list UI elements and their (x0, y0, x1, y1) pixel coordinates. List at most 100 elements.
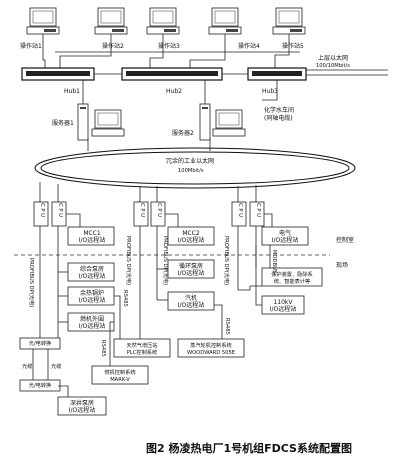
cpu-1b: C P U (57, 203, 63, 217)
kv110-line1: 110kV (273, 299, 293, 306)
baohu-line1: 保护装置、励除系 (271, 270, 313, 278)
operator-station-4: 操作站4 (208, 7, 260, 50)
dianqi-line1: 电气 (279, 229, 291, 237)
profibus-label-4: PROFIBUS DP(光电) (223, 236, 231, 285)
ring-drops (39, 182, 257, 202)
operator-station-2: 操作站2 (94, 7, 128, 50)
module-xunhuan: 循环泵房 I/O远程站 (157, 259, 215, 279)
system-zhengqi: 蒸汽轮机控制系统 WOODWARD 505E (177, 338, 245, 358)
module-dianqi: 电气 I/O远程站 (261, 213, 309, 246)
profibus-label-2: PROFIBUS DP(光电) (125, 236, 133, 285)
qiji-line2: I/O远程站 (178, 301, 205, 309)
ethernet-label: 冗余的工业以太网 (166, 157, 214, 165)
hub-2-label: Hub2 (166, 88, 182, 95)
module-yure: 余热锅炉 I/O远程站 (58, 286, 115, 306)
hub-2: Hub2 (121, 67, 223, 95)
cpu-2a: C P U (139, 203, 145, 217)
upper-ethernet: 上层以太网 100/10Mbit/s (306, 54, 388, 76)
zone-divider: 控制室 现场 (14, 236, 354, 269)
operator-station-1: 操作站1 (20, 7, 60, 50)
cpu-group-3: C P U C P U (231, 201, 265, 227)
field-label: 现场 (336, 261, 348, 269)
yure-line1: 余热锅炉 (80, 289, 104, 297)
redundant-ethernet-ring: 冗余的工业以太网 100Mbit/s (34, 147, 356, 189)
mcc2-line1: MCC2 (182, 230, 200, 237)
rs485-label-2: RS485 (224, 318, 230, 335)
ranji-waiwei-line1: 燃机外围 (80, 315, 104, 323)
converter-bottom-label: 光/电转换 (29, 381, 52, 389)
system-tianranqi: 天然气增压站 PLC控制系统 (113, 338, 171, 358)
ranji-control-line1: 燃机控制系统 (104, 368, 135, 376)
hub-3-label: Hub3 (262, 88, 278, 95)
server-1-label: 服务器1 (52, 119, 74, 127)
xunhuan-line2: I/O远程站 (178, 269, 205, 277)
zhengqi-line1: 蒸汽轮机控制系统 (190, 341, 232, 349)
station-links (42, 34, 300, 68)
module-shenjing: 深井泵房 I/O远程站 (57, 385, 107, 416)
shenjing-line1: 深井泵房 (70, 399, 94, 407)
operator-station-3: 操作站3 (146, 7, 180, 50)
control-room-label: 控制室 (336, 236, 354, 244)
station-3-label: 操作站3 (158, 42, 180, 50)
modbus-label: MODBUS (271, 250, 277, 273)
module-zonghe: 综合泵房 I/O远程站 (58, 262, 115, 282)
module-baohu: 保护装置、励除系 统、智能表计等 (261, 267, 323, 287)
hub-1-label: Hub1 (64, 88, 80, 95)
tianranqi-line1: 天然气增压站 (126, 341, 157, 349)
ranji-control-line2: MARK-V (110, 377, 130, 383)
module-mcc2: MCC2 I/O远程站 (165, 213, 215, 246)
kv110-line2: I/O远程站 (270, 305, 297, 313)
profibus-label-1: PROFIBUS DP(光电) (28, 258, 36, 307)
upper-ethernet-speed: 100/10Mbit/s (316, 63, 350, 69)
tianranqi-line2: PLC控制系统 (127, 348, 157, 356)
module-ranji-waiwei: 燃机外围 I/O远程站 (58, 312, 115, 332)
cpu-3b: C P U (255, 203, 261, 217)
zonghe-line1: 综合泵房 (80, 265, 104, 273)
ethernet-speed: 100Mbit/s (178, 168, 204, 174)
rs485-label-3: RS485 (100, 340, 106, 357)
ranji-waiwei-line2: I/O远程站 (79, 322, 106, 330)
cpu-2b: C P U (156, 203, 162, 217)
water-workshop-label: 化学水车间 (264, 106, 294, 114)
server-1: 服务器1 (52, 80, 125, 141)
water-workshop: 化学水车间 (同轴电缆) (262, 80, 294, 122)
fiber-cable: 光缆 光缆 (22, 349, 61, 380)
system-ranji-control: 燃机控制系统 MARK-V (91, 365, 149, 385)
rs485-links: RS485 RS485 RS485 (100, 290, 230, 366)
station-4-label: 操作站4 (238, 42, 260, 50)
yure-line2: I/O远程站 (79, 296, 106, 304)
mcc1-line1: MCC1 (83, 230, 101, 237)
zhengqi-line2: WOODWARD 505E (187, 350, 235, 356)
module-qiji: 汽机 I/O远程站 (157, 291, 215, 311)
server-2-label: 服务器2 (172, 129, 194, 137)
hub-1: Hub1 (21, 67, 95, 95)
cpu-group-1: C P U C P U (33, 201, 67, 227)
dianqi-line2: I/O远程站 (272, 236, 299, 244)
station-5-label: 操作站5 (282, 42, 304, 50)
shenjing-line2: I/O远程站 (69, 406, 96, 414)
module-110kv: 110kV I/O远程站 (255, 295, 305, 315)
fiber-label-2: 光缆 (51, 362, 61, 370)
station-1-label: 操作站1 (20, 42, 42, 50)
rs485-label-1: RS485 (122, 290, 128, 307)
cpu-3a: C P U (237, 203, 243, 217)
module-mcc1: MCC1 I/O远程站 (66, 213, 115, 246)
xunhuan-line1: 循环泵房 (179, 262, 203, 270)
server-2: 服务器2 (172, 80, 246, 141)
mcc1-line2: I/O远程站 (79, 236, 106, 244)
mcc2-line2: I/O远程站 (178, 236, 205, 244)
converter-top-label: 光/电转换 (29, 339, 52, 347)
cpu-group-2: C P U C P U (133, 201, 166, 227)
cpu-1a: C P U (39, 203, 45, 217)
baohu-line2: 统、智能表计等 (274, 277, 310, 285)
fiber-label-1: 光缆 (22, 362, 32, 370)
converter-bottom: 光/电转换 (19, 379, 61, 392)
zonghe-line2: I/O远程站 (79, 272, 106, 280)
water-workshop-note: (同轴电缆) (264, 114, 293, 122)
upper-ethernet-label: 上层以太网 (318, 54, 348, 62)
qiji-line1: 汽机 (185, 294, 197, 302)
converter-top: 光/电转换 (19, 337, 61, 350)
station-2-label: 操作站2 (102, 42, 124, 50)
figure-caption: 图2 杨凌热电厂1号机组FDCS系统配置图 (146, 441, 352, 455)
